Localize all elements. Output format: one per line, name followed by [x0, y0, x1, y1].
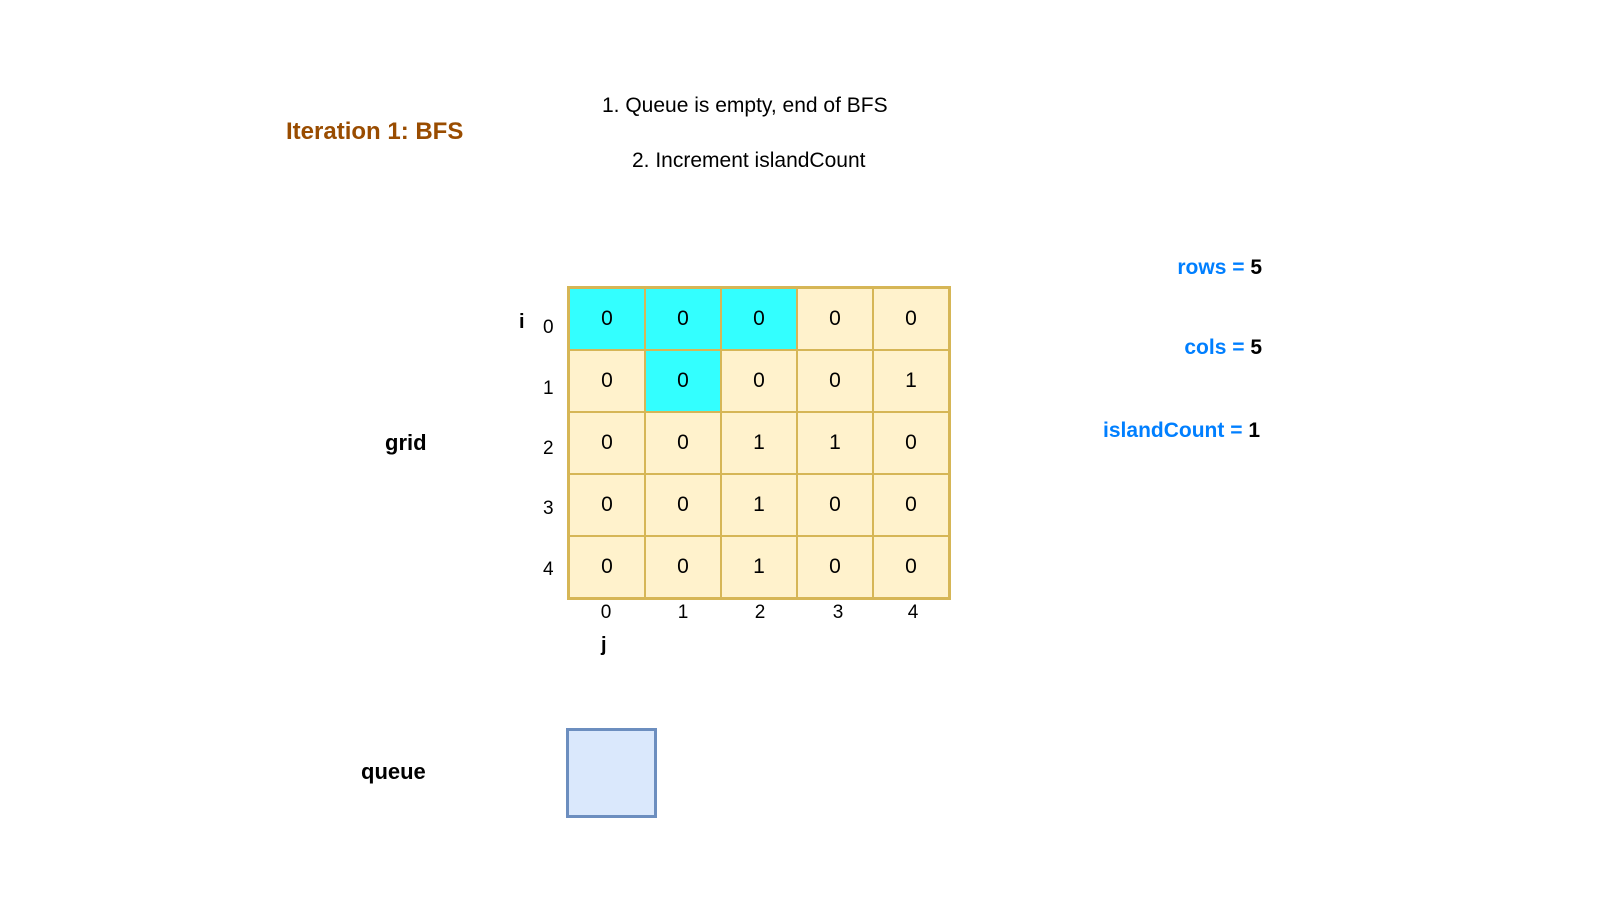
grid-cell: 1 — [721, 412, 797, 474]
row-axis-label: i — [519, 311, 525, 333]
row-index: 1 — [543, 378, 554, 399]
row-index: 3 — [543, 498, 554, 519]
rows-variable-value: 5 — [1250, 256, 1262, 279]
grid-cell: 0 — [569, 350, 645, 412]
grid-cell: 0 — [569, 474, 645, 536]
col-index: 3 — [832, 602, 844, 623]
grid-cell: 1 — [721, 474, 797, 536]
rows-variable: rows = 5 — [962, 256, 1262, 280]
grid-cell: 0 — [797, 536, 873, 598]
grid-cell: 1 — [797, 412, 873, 474]
grid-cell: 0 — [721, 288, 797, 350]
queue-box — [566, 728, 657, 818]
grid-cell: 1 — [721, 536, 797, 598]
grid-cell: 0 — [569, 288, 645, 350]
grid-cell: 0 — [797, 474, 873, 536]
island-count-variable-name: islandCount = — [1103, 419, 1249, 442]
grid-cell: 0 — [645, 474, 721, 536]
grid-cell: 0 — [645, 536, 721, 598]
iteration-title: Iteration 1: BFS — [286, 118, 464, 145]
col-index: 4 — [907, 602, 919, 623]
col-index: 1 — [677, 602, 689, 623]
grid-cell: 0 — [797, 288, 873, 350]
grid-cell: 0 — [873, 474, 949, 536]
grid-cell: 0 — [797, 350, 873, 412]
queue-label: queue — [361, 759, 426, 784]
row-index: 0 — [543, 317, 554, 338]
cols-variable-name: cols = — [1184, 336, 1251, 359]
cols-variable-value: 5 — [1250, 336, 1262, 359]
col-index: 0 — [600, 602, 612, 623]
col-index: 2 — [754, 602, 766, 623]
step-2-text: 2. Increment islandCount — [632, 149, 866, 172]
grid-cell: 1 — [873, 350, 949, 412]
grid-cell: 0 — [569, 412, 645, 474]
grid-cell: 0 — [645, 412, 721, 474]
rows-variable-name: rows = — [1177, 256, 1251, 279]
grid-cell: 0 — [873, 536, 949, 598]
grid-cell: 0 — [645, 288, 721, 350]
row-index: 2 — [543, 438, 554, 459]
grid-label: grid — [385, 430, 427, 455]
island-count-variable-value: 1 — [1248, 419, 1260, 442]
cols-variable: cols = 5 — [962, 336, 1262, 360]
island-count-variable: islandCount = 1 — [960, 419, 1260, 443]
grid-cell: 0 — [721, 350, 797, 412]
col-axis-label: j — [601, 634, 607, 656]
grid-cell: 0 — [873, 288, 949, 350]
grid-cell: 0 — [569, 536, 645, 598]
step-1-text: 1. Queue is empty, end of BFS — [602, 94, 888, 117]
grid-cell: 0 — [645, 350, 721, 412]
row-index: 4 — [543, 559, 554, 580]
grid-cell: 0 — [873, 412, 949, 474]
